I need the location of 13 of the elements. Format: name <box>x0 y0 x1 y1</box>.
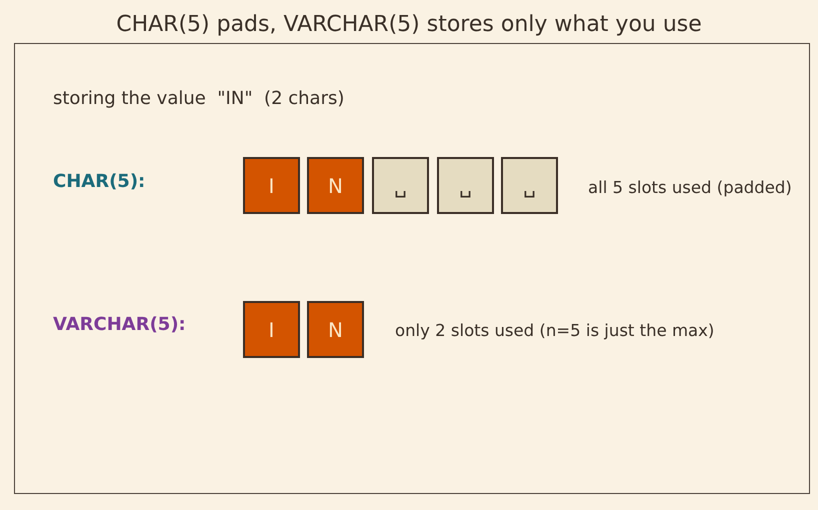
subtitle: storing the value "IN" (2 chars) <box>53 88 344 110</box>
filled-slot: N <box>307 301 364 358</box>
slot-note: only 2 slots used (n=5 is just the max) <box>395 320 714 342</box>
padding-slot: ␣ <box>501 157 558 214</box>
row-label: VARCHAR(5): <box>53 314 186 336</box>
filled-slot: I <box>243 157 300 214</box>
padding-slot: ␣ <box>372 157 429 214</box>
diagram-title: CHAR(5) pads, VARCHAR(5) stores only what you use <box>116 11 702 39</box>
filled-slot: N <box>307 157 364 214</box>
filled-slot: I <box>243 301 300 358</box>
padding-slot: ␣ <box>437 157 494 214</box>
row-label: CHAR(5): <box>53 171 146 193</box>
slot-note: all 5 slots used (padded) <box>588 177 792 199</box>
